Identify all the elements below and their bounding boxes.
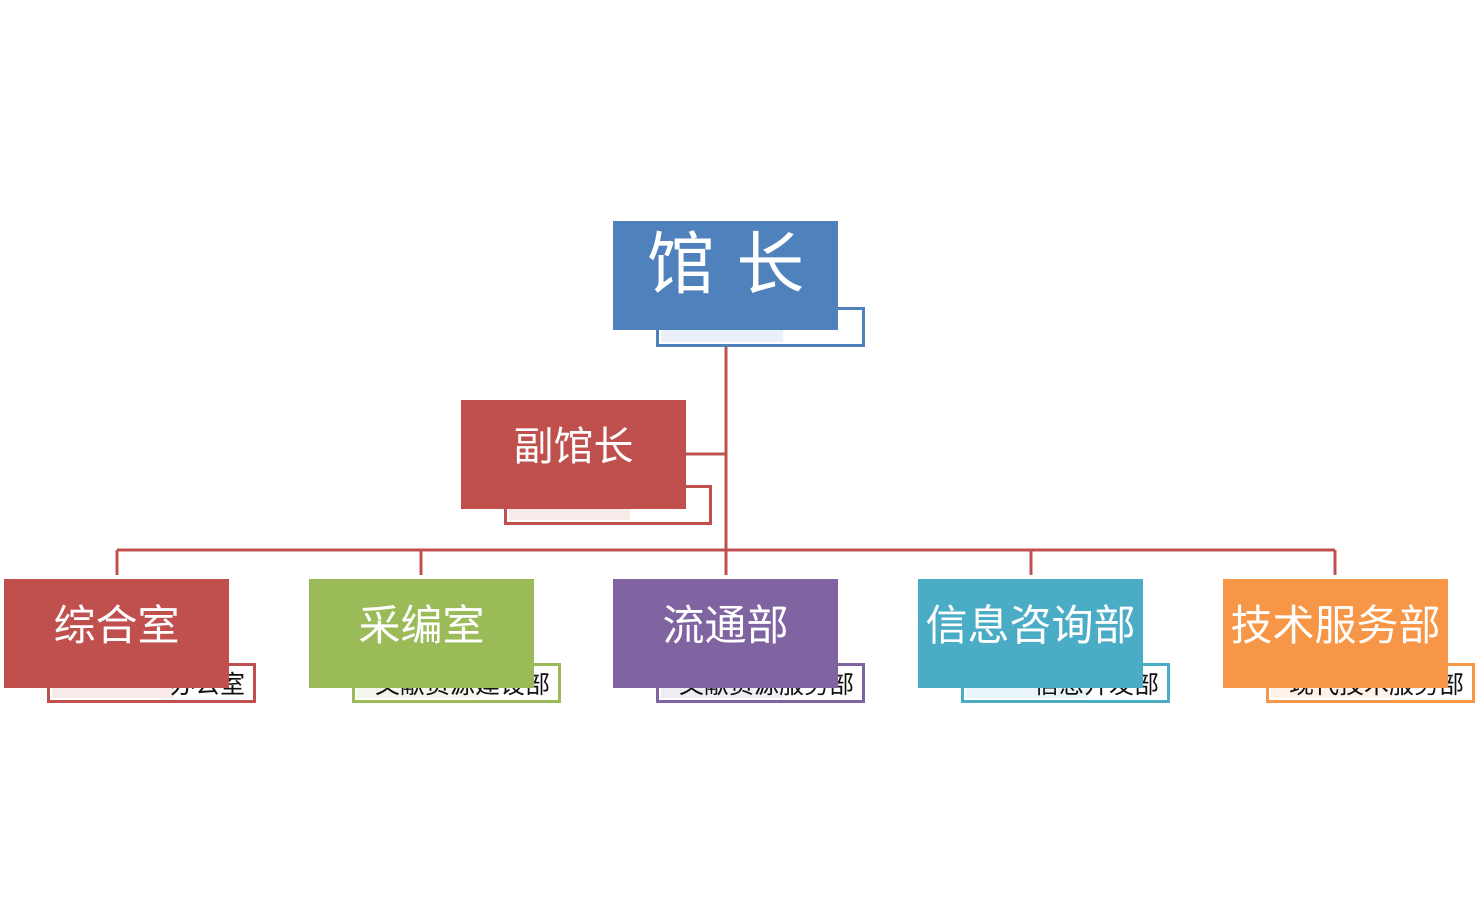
director-title: 馆 长 (646, 225, 805, 305)
department-title: 技术服务部 (1230, 600, 1441, 650)
department-box: 流通部 (613, 579, 838, 688)
deputy-title: 副馆长 (513, 423, 634, 470)
department-box: 技术服务部 (1223, 579, 1448, 688)
department-box: 采编室 (309, 579, 534, 688)
deputy-box: 副馆长 (461, 400, 686, 509)
director-box: 馆 长 (613, 221, 838, 330)
department-title: 综合室 (53, 600, 180, 650)
department-title: 信息咨询部 (925, 600, 1136, 650)
department-title: 流通部 (662, 600, 789, 650)
department-box: 信息咨询部 (918, 579, 1143, 688)
department-box: 综合室 (4, 579, 229, 688)
department-title: 采编室 (358, 600, 485, 650)
